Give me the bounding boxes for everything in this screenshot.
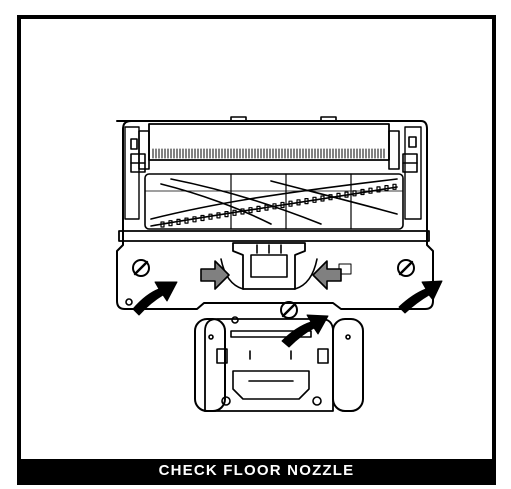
bristle-tuft [328,194,333,201]
nozzle-housing [116,120,434,310]
screw-icon [132,259,150,277]
bristle-tuft [256,205,261,212]
front-bumper [118,230,430,242]
bristle-tuft [232,209,237,216]
brush-roll-cover [138,123,400,170]
airflow-arrow-icon [132,281,178,316]
floor-nozzle-diagram [116,116,443,412]
bristle-tuft [392,183,397,190]
bristle-tuft [280,201,285,209]
bristle-tuft [160,221,165,228]
bristle-tuft [200,214,205,222]
bristle-tuft [168,220,173,227]
bristle-tuft [184,217,189,224]
release-arrow-icon [200,260,230,290]
bristle-tuft [344,191,349,198]
bristle-tuft [240,208,245,215]
caption-bar: CHECK FLOOR NOZZLE [21,459,492,481]
bristle-tuft [216,212,221,219]
left-brush-clip [130,153,146,173]
illustration-frame: CHECK FLOOR NOZZLE [17,15,496,485]
wheel-assembly [194,318,364,412]
brush-roll [144,173,404,230]
bristle-tuft [312,196,317,203]
bristle-tuft [320,195,325,202]
bristle-tuft [208,213,213,220]
bristle-tuft [248,207,253,214]
bristle-tuft [288,200,293,207]
bristle-tuft [336,192,341,199]
bristle-tuft [264,204,269,211]
bristle-tuft [296,199,301,206]
bristle-tuft [376,186,381,193]
bristle-tuft [224,211,229,218]
air-channel [220,242,318,290]
bristle-tuft [304,198,309,205]
bristle-tuft [192,216,197,223]
bristle-tuft [272,203,277,210]
bristle-tuft [176,218,181,225]
bristle-tuft [360,188,365,196]
caption-text: CHECK FLOOR NOZZLE [158,461,355,479]
right-brush-clip [402,153,418,173]
screw-icon [397,259,415,277]
screw-icon [280,301,298,319]
release-arrow-icon [312,260,342,290]
airflow-arrow-icon [398,280,443,314]
airflow-arrow-icon [281,314,329,348]
